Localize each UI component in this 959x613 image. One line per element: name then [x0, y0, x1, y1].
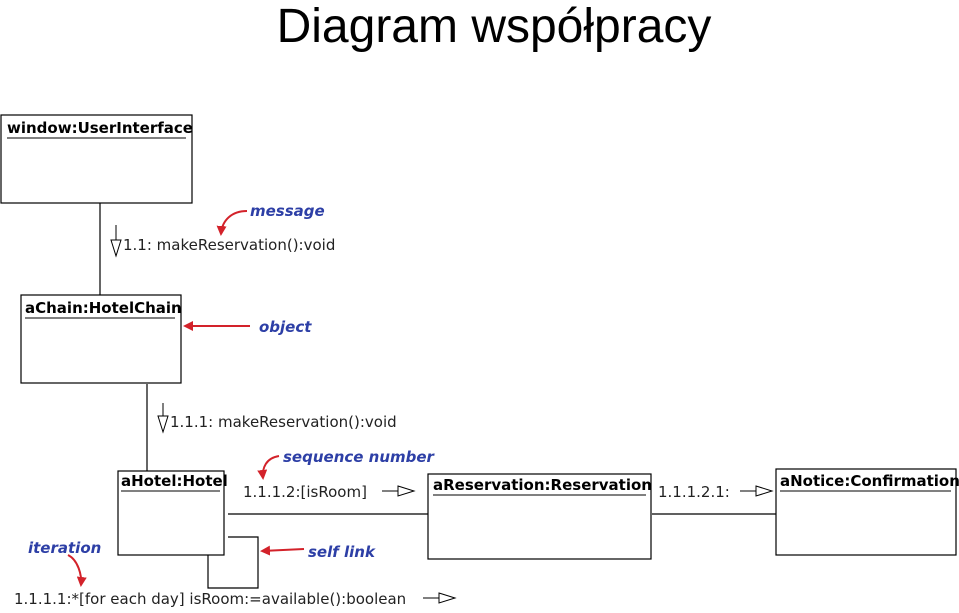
- object-label: aHotel:Hotel: [121, 472, 228, 490]
- annotation-message: message: [250, 202, 325, 220]
- annotation-sequence-number: sequence number: [283, 448, 436, 466]
- annotation-arrows: [67, 210, 305, 587]
- object-label: aReservation:Reservation: [433, 476, 652, 494]
- message-label-5: 1.1.1.1:*[for each day] isRoom:=availabl…: [14, 590, 406, 608]
- object-a-hotel-hotel: aHotel:Hotel: [117, 470, 228, 556]
- object-a-notice-confirmation: aNotice:Confirmation: [775, 468, 959, 556]
- message-arrow-right-3: [423, 592, 457, 604]
- message-label-2: 1.1.1: makeReservation():void: [170, 413, 397, 431]
- object-label: aNotice:Confirmation: [780, 472, 959, 490]
- annotation-object: object: [259, 318, 312, 336]
- message-arrow-down-2: [157, 403, 169, 434]
- message-label-1: 1.1: makeReservation():void: [123, 236, 335, 254]
- object-window-user-interface: window:UserInterface: [0, 114, 193, 204]
- page-title: Diagram współpracy: [277, 0, 712, 53]
- annotation-iteration: iteration: [28, 539, 101, 557]
- object-label: window:UserInterface: [7, 119, 193, 137]
- object-a-chain-hotel-chain: aChain:HotelChain: [20, 294, 182, 384]
- message-arrow-down-1: [110, 225, 122, 258]
- object-links: [99, 203, 776, 589]
- message-label-4: 1.1.1.2.1:: [658, 483, 730, 501]
- message-arrow-right-1: [382, 485, 416, 497]
- message-arrow-right-2: [740, 485, 774, 497]
- object-label: aChain:HotelChain: [25, 299, 182, 317]
- message-label-3: 1.1.1.2:[isRoom]: [243, 483, 367, 501]
- object-a-reservation-reservation: aReservation:Reservation: [427, 473, 652, 560]
- annotation-self-link: self link: [308, 543, 376, 561]
